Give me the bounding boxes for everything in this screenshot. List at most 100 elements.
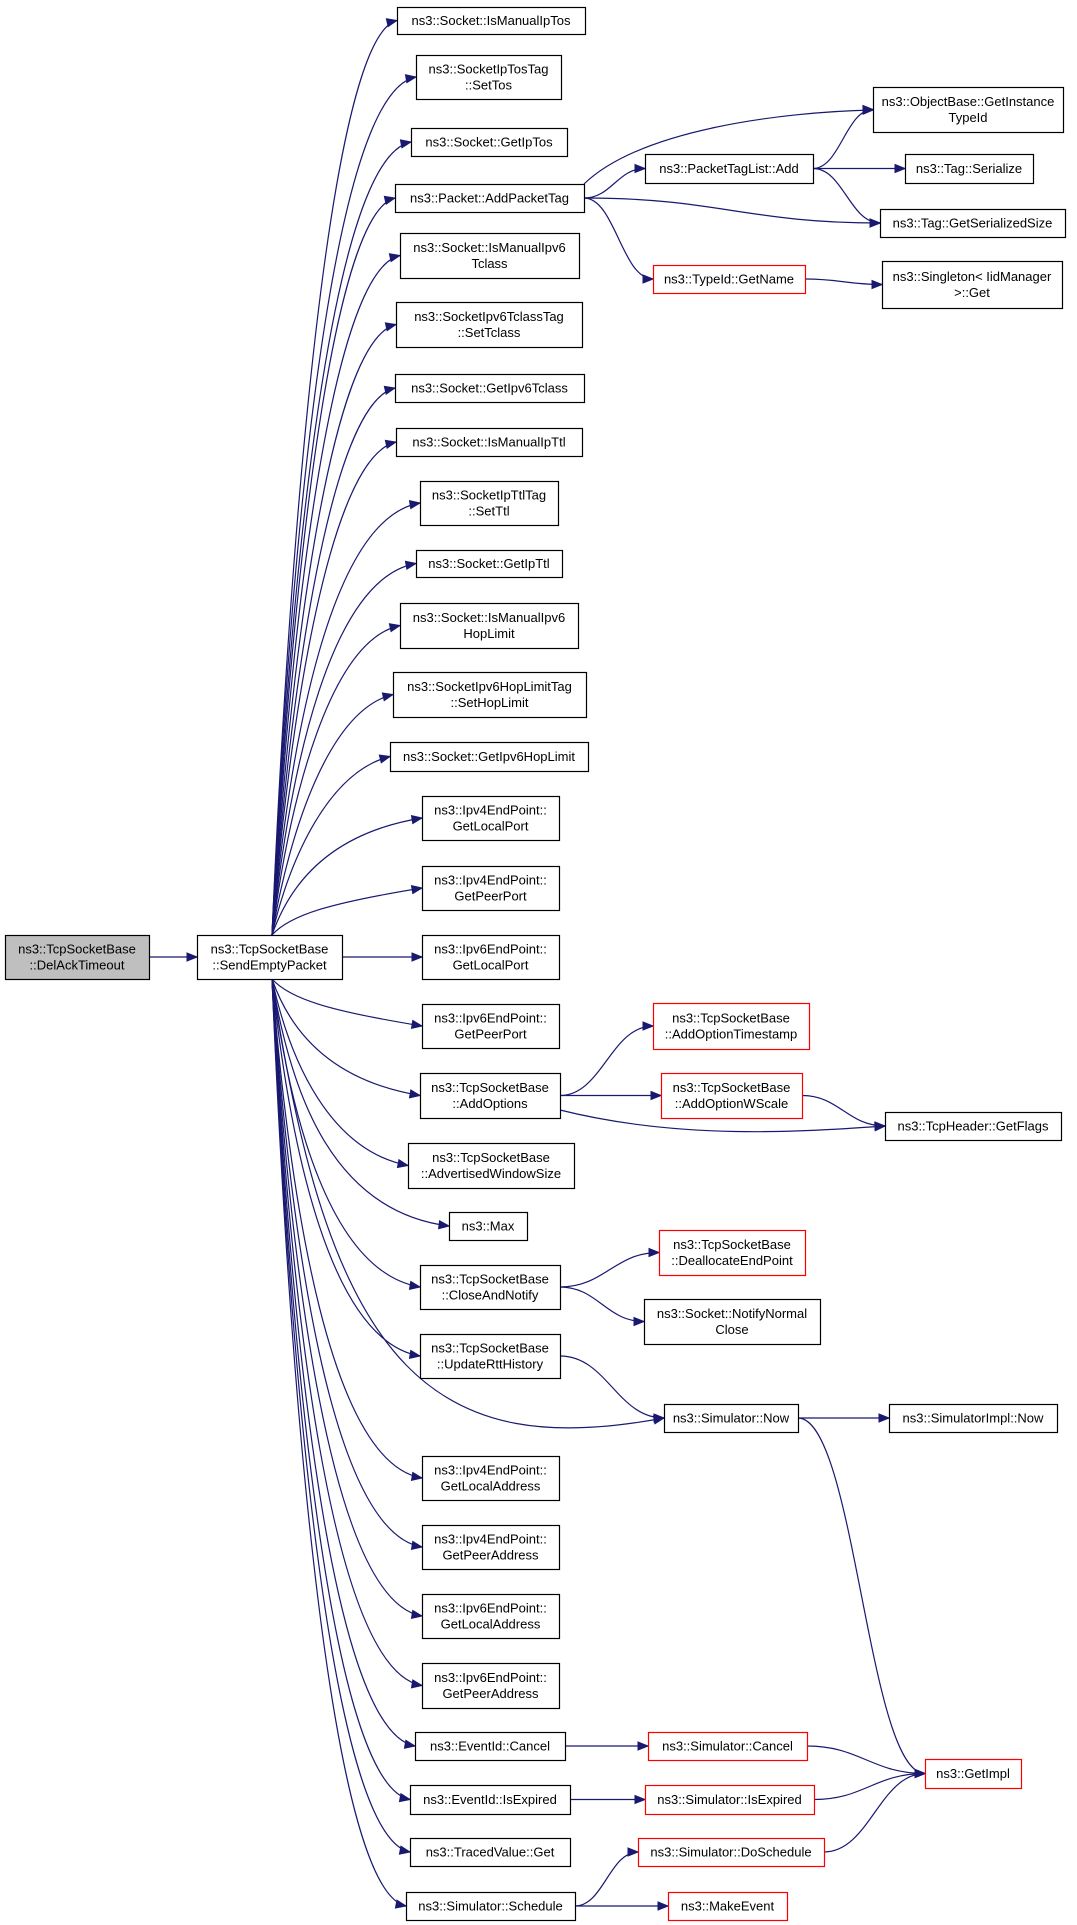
edge-simulator_doschedule-to-getimpl (823, 1772, 926, 1853)
node-box (643, 1298, 822, 1346)
node-box (421, 1593, 561, 1640)
node-max[interactable]: ns3::Max (448, 1211, 529, 1242)
node-ipv4_getpeeraddress[interactable]: ns3::Ipv4EndPoint::GetPeerAddress (421, 1524, 561, 1571)
edge-sendempty-to-addoptions-arrowhead (408, 1089, 422, 1099)
edge-sendempty-to-ipv6_getpeerport (271, 978, 423, 1027)
node-box (392, 671, 588, 719)
edge-sendempty-to-ismanualipttl (271, 441, 397, 936)
edge-sendempty-to-ipv4_getpeeraddress (271, 978, 423, 1548)
edge-sendempty-to-ipv6_getlocaladdress-arrowhead (410, 1609, 424, 1619)
edge-addoptionwscale-to-tcpheader_getflags (801, 1094, 886, 1127)
node-label: GetLocalPort (453, 958, 529, 973)
node-ipv6tclasstag_settclass[interactable]: ns3::SocketIpv6TclassTag::SetTclass (395, 301, 584, 349)
node-updaterttthistory[interactable]: ns3::TcpSocketBase::UpdateRttHistory (419, 1333, 562, 1380)
node-addoptiontimestamp[interactable]: ns3::TcpSocketBase::AddOptionTimestamp (652, 1002, 811, 1051)
edge-simulator_now-to-getimpl (797, 1417, 926, 1775)
edge-addoptions-to-addoptiontimestamp (559, 1025, 654, 1097)
edge-updaterttthistory-to-simulator_now (559, 1355, 665, 1419)
node-tag_serialize[interactable]: ns3::Tag::Serialize (904, 153, 1035, 185)
node-singleton_get[interactable]: ns3::Singleton< IidManager>::Get (881, 260, 1064, 310)
edge-sendempty-to-max (271, 978, 450, 1227)
node-box (410, 127, 569, 158)
node-tracedvalue_get[interactable]: ns3::TracedValue::Get (409, 1837, 572, 1868)
node-label: ns3::Ipv4EndPoint:: (434, 803, 547, 818)
edge-sendempty-to-ipv4_getpeerport-arrowhead (410, 885, 424, 895)
node-tcpheader_getflags[interactable]: ns3::TcpHeader::GetFlags (884, 1111, 1063, 1142)
edge-sendempty-to-ismanualipv6tclass-arrowhead (388, 253, 402, 263)
node-label: >::Get (954, 285, 990, 300)
edge-closeandnotify-to-notifynormalclose-arrowhead (633, 1316, 646, 1327)
node-addpackettag[interactable]: ns3::Packet::AddPacketTag (394, 183, 586, 214)
edge-sendempty-to-simulator_schedule (271, 978, 407, 1907)
node-ismanualipttl[interactable]: ns3::Socket::IsManualIpTtl (395, 427, 584, 458)
node-getimpl[interactable]: ns3::GetImpl (924, 1758, 1023, 1790)
node-getipv6hoplimit[interactable]: ns3::Socket::GetIpv6HopLimit (389, 741, 590, 773)
node-getipv6tclass[interactable]: ns3::Socket::GetIpv6Tclass (394, 373, 586, 404)
node-label: ::SetTos (465, 78, 512, 93)
node-ipv4_getlocalport[interactable]: ns3::Ipv4EndPoint::GetLocalPort (421, 795, 561, 842)
node-box (394, 373, 586, 404)
node-label: ::SetHopLimit (450, 695, 528, 710)
edge-sendempty-to-ipv4_getlocaladdress (271, 978, 423, 1479)
node-label: ns3::Ipv4EndPoint:: (434, 1463, 547, 1478)
edge-sendempty-to-max-arrowhead (437, 1219, 451, 1230)
node-tag_getserializedsize[interactable]: ns3::Tag::GetSerializedSize (879, 208, 1067, 239)
node-addoptions[interactable]: ns3::TcpSocketBase::AddOptions (419, 1072, 562, 1120)
edge-typeid_getname-to-singleton_get (804, 278, 883, 286)
node-ipv4_getpeerport[interactable]: ns3::Ipv4EndPoint::GetPeerPort (421, 865, 561, 912)
node-simulator_schedule[interactable]: ns3::Simulator::Schedule (405, 1891, 577, 1922)
node-label: GetPeerAddress (442, 1548, 539, 1563)
edge-packettaglist_add-to-tag_getserializedsize-arrowhead (869, 218, 882, 228)
node-ipttltag_setttl[interactable]: ns3::SocketIpTtlTag::SetTtl (419, 480, 560, 527)
node-ipv6hoplimittag_set[interactable]: ns3::SocketIpv6HopLimitTag::SetHopLimit (392, 671, 588, 719)
node-simulatorimpl_now[interactable]: ns3::SimulatorImpl::Now (888, 1403, 1059, 1434)
node-box (652, 264, 807, 295)
node-simulator_now[interactable]: ns3::Simulator::Now (663, 1403, 800, 1434)
node-simulator_doschedule[interactable]: ns3::Simulator::DoSchedule (637, 1837, 826, 1868)
node-label: ns3::Simulator::IsExpired (657, 1792, 802, 1807)
node-label: ns3::Simulator::Now (673, 1411, 790, 1426)
edge-addoptions-to-addoptiontimestamp-arrowhead (642, 1021, 655, 1031)
node-label: ns3::TcpHeader::GetFlags (897, 1119, 1049, 1134)
node-ipv6_getpeeraddress[interactable]: ns3::Ipv6EndPoint::GetPeerAddress (421, 1662, 561, 1710)
node-ismanualiptos[interactable]: ns3::Socket::IsManualIpTos (396, 6, 587, 36)
node-eventid_cancel[interactable]: ns3::EventId::Cancel (414, 1731, 567, 1762)
node-closeandnotify[interactable]: ns3::TcpSocketBase::CloseAndNotify (419, 1264, 562, 1311)
node-ipv6_getlocalport[interactable]: ns3::Ipv6EndPoint::GetLocalPort (421, 934, 561, 981)
edge-sendempty-to-ipv4_getpeeraddress-arrowhead (410, 1540, 424, 1550)
edge-sendempty-to-iptostag_settos-arrowhead (404, 74, 418, 84)
node-simulator_isexpired[interactable]: ns3::Simulator::IsExpired (644, 1784, 816, 1816)
edge-addpackettag-to-tag_getserializedsize (583, 197, 881, 224)
node-sendempty[interactable]: ns3::TcpSocketBase::SendEmptyPacket (196, 934, 344, 981)
node-makeevent[interactable]: ns3::MakeEvent (667, 1891, 789, 1922)
node-getipttl[interactable]: ns3::Socket::GetIpTtl (415, 549, 564, 579)
node-iptostag_settos[interactable]: ns3::SocketIpTosTag::SetTos (415, 54, 563, 101)
node-ipv4_getlocaladdress[interactable]: ns3::Ipv4EndPoint::GetLocalAddress (421, 1455, 561, 1502)
node-getiptos[interactable]: ns3::Socket::GetIpTos (410, 127, 569, 158)
node-label: ns3::MakeEvent (681, 1899, 775, 1914)
node-box (419, 1072, 562, 1120)
edge-sendempty-to-ismanualiptos-arrowhead (385, 18, 399, 28)
node-packettaglist_add[interactable]: ns3::PacketTagList::Add (644, 153, 815, 185)
node-deallocateendpoint[interactable]: ns3::TcpSocketBase::DeallocateEndPoint (658, 1229, 807, 1277)
node-box (399, 602, 580, 650)
node-eventid_isexpired[interactable]: ns3::EventId::IsExpired (409, 1784, 572, 1816)
node-addoptionwscale[interactable]: ns3::TcpSocketBase::AddOptionWScale (660, 1072, 804, 1120)
node-advertisedwindowsize[interactable]: ns3::TcpSocketBase::AdvertisedWindowSize (407, 1142, 576, 1190)
edge-sendempty-to-ipv6tclasstag_settclass-arrowhead (384, 322, 398, 332)
edge-addoptions-to-tcpheader_getflags (559, 1109, 886, 1133)
node-ipv6_getlocaladdress[interactable]: ns3::Ipv6EndPoint::GetLocalAddress (421, 1593, 561, 1640)
nodes-layer: ns3::TcpSocketBase::DelAckTimeoutns3::Tc… (4, 6, 1067, 1922)
edge-addoptionwscale-to-tcpheader_getflags-arrowhead (874, 1121, 887, 1131)
node-ipv6_getpeerport[interactable]: ns3::Ipv6EndPoint::GetPeerPort (421, 1003, 561, 1050)
node-simulator_cancel[interactable]: ns3::Simulator::Cancel (647, 1731, 809, 1762)
node-delack[interactable]: ns3::TcpSocketBase::DelAckTimeout (4, 934, 151, 981)
edge-simulator_isexpired-to-getimpl (813, 1772, 926, 1801)
node-label: ns3::Socket::IsManualIpv6 (413, 610, 565, 625)
node-typeid_getname[interactable]: ns3::TypeId::GetName (652, 264, 807, 295)
